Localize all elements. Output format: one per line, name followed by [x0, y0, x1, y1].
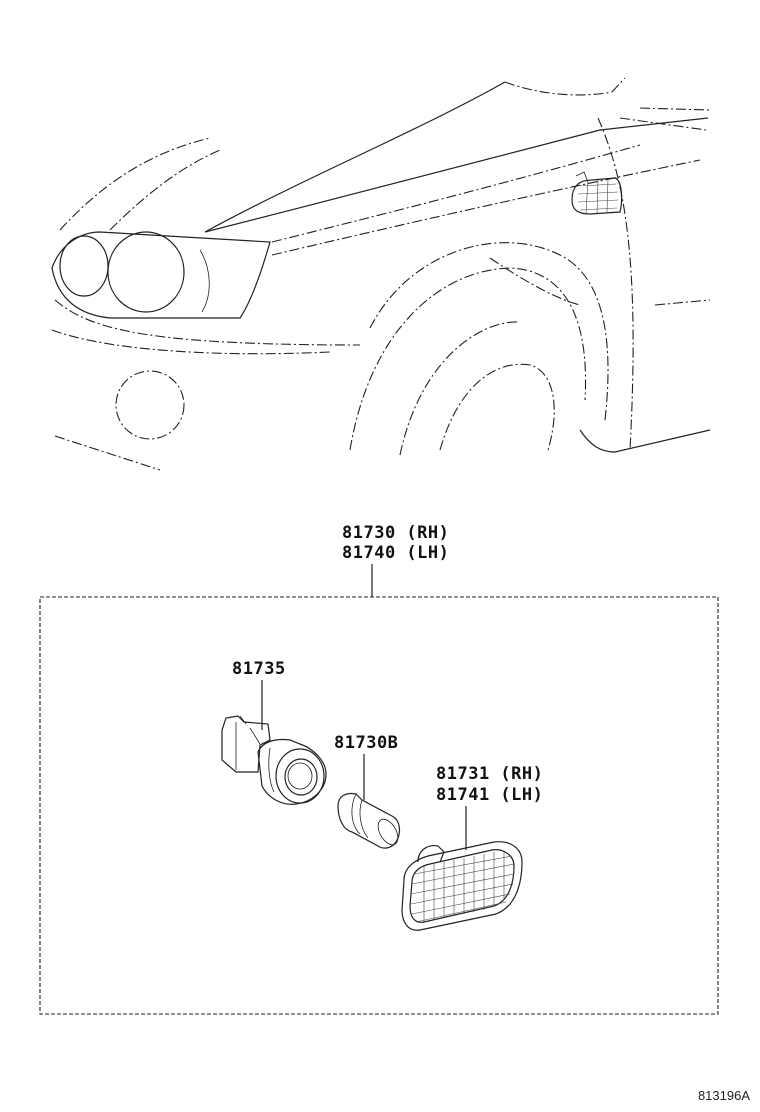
- vehicle-illustration: [51, 77, 711, 471]
- lens-part-number-lh: 81741 (LH): [436, 785, 543, 805]
- lens-icon: [401, 841, 523, 931]
- socket-component: 81735: [221, 659, 327, 805]
- socket-part-number: 81735: [232, 659, 286, 679]
- assembly-callout: 81730 (RH) 81740 (LH): [342, 523, 449, 597]
- socket-icon: [221, 715, 327, 805]
- bulb-icon: [337, 792, 401, 849]
- diagram-reference-code: 813196A: [698, 1088, 750, 1103]
- bulb-component: 81730B: [334, 733, 401, 849]
- lens-component: 81731 (RH) 81741 (LH): [401, 764, 543, 931]
- assembly-part-number-rh: 81730 (RH): [342, 523, 449, 543]
- bulb-part-number: 81730B: [334, 733, 398, 753]
- assembly-box: [39, 596, 719, 1015]
- assembly-part-number-lh: 81740 (LH): [342, 543, 449, 563]
- side-marker-location-icon: [571, 171, 623, 215]
- lens-part-number-rh: 81731 (RH): [436, 764, 543, 784]
